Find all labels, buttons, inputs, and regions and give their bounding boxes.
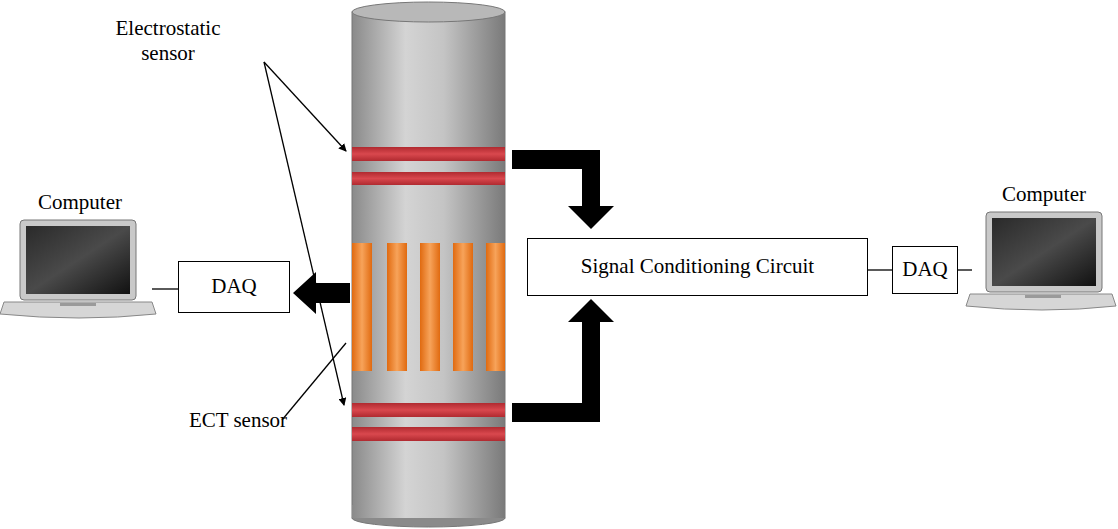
daq-box: DAQ — [892, 246, 958, 294]
sensor-label: Electrostatic sensor — [98, 16, 238, 66]
box-text: Signal Conditioning Circuit — [581, 254, 814, 279]
electrostatic-rings — [352, 147, 505, 441]
daq-box: DAQ — [178, 261, 290, 313]
box-text: DAQ — [211, 274, 257, 299]
device-label: Computer — [974, 182, 1114, 207]
ect-electrodes — [352, 243, 505, 371]
leader-lines — [264, 62, 346, 420]
laptop-right — [966, 212, 1116, 310]
laptop-left — [0, 220, 156, 318]
sensor-label: ECT sensor — [188, 408, 288, 433]
connector-line — [868, 269, 892, 270]
box-text: DAQ — [902, 257, 948, 282]
pipe — [352, 2, 505, 527]
process-box: Signal Conditioning Circuit — [527, 238, 868, 296]
device-label: Computer — [10, 190, 150, 215]
